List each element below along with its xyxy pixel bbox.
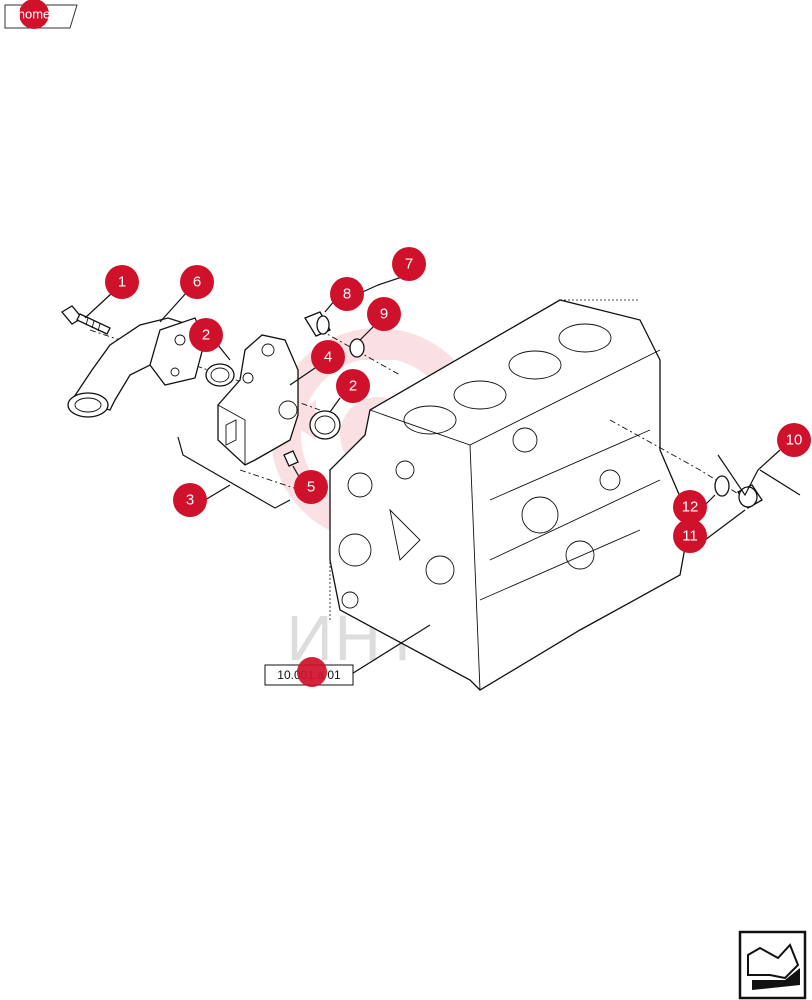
- page-turn-arrow-icon[interactable]: [738, 930, 807, 1000]
- home-button[interactable]: home: [4, 0, 78, 29]
- svg-text:1: 1: [118, 274, 126, 291]
- part-plug-right: [737, 484, 763, 509]
- callout-5[interactable]: 5: [294, 470, 328, 504]
- svg-text:2: 2: [202, 327, 210, 344]
- svg-text:11: 11: [682, 528, 698, 545]
- svg-text:12: 12: [682, 499, 699, 516]
- svg-text:5: 5: [307, 479, 315, 496]
- callout-6[interactable]: 6: [180, 265, 214, 299]
- svg-text:8: 8: [343, 286, 351, 303]
- axis-line-right: [609, 419, 741, 496]
- svg-text:10: 10: [786, 432, 803, 449]
- svg-text:6: 6: [193, 274, 201, 291]
- leader-lines: [84, 274, 801, 676]
- part-gasket-lower: [309, 410, 341, 440]
- callout-2-upper[interactable]: 2: [189, 318, 223, 352]
- callout-12[interactable]: 12: [673, 490, 707, 524]
- home-label: home: [18, 7, 51, 22]
- part-o-ring-top: [349, 338, 365, 358]
- svg-text:3: 3: [186, 492, 194, 509]
- svg-text:2: 2: [349, 378, 357, 395]
- callout-8[interactable]: 8: [330, 277, 364, 311]
- part-bolt: [61, 305, 111, 335]
- callout-10[interactable]: 10: [777, 423, 811, 457]
- part-thermostat-housing: [217, 334, 299, 466]
- part-gasket-upper: [205, 363, 235, 387]
- callout-7[interactable]: 7: [392, 247, 426, 281]
- part-plug: [283, 450, 299, 467]
- svg-text:9: 9: [380, 306, 388, 323]
- callout-1[interactable]: 1: [105, 265, 139, 299]
- callout-4[interactable]: 4: [311, 340, 345, 374]
- part-water-outlet-elbow: [67, 317, 206, 418]
- callout-reference-marker: [297, 657, 327, 687]
- svg-text:7: 7: [405, 256, 413, 273]
- part-sleeve: [304, 311, 331, 337]
- callout-2-lower[interactable]: 2: [336, 369, 370, 403]
- axis-line-plug: [239, 469, 301, 491]
- engine-block: [329, 299, 691, 691]
- callout-3[interactable]: 3: [173, 483, 207, 517]
- svg-text:4: 4: [324, 349, 332, 366]
- callout-11[interactable]: 11: [673, 519, 707, 553]
- callout-9[interactable]: 9: [367, 297, 401, 331]
- part-o-ring-right: [714, 475, 730, 497]
